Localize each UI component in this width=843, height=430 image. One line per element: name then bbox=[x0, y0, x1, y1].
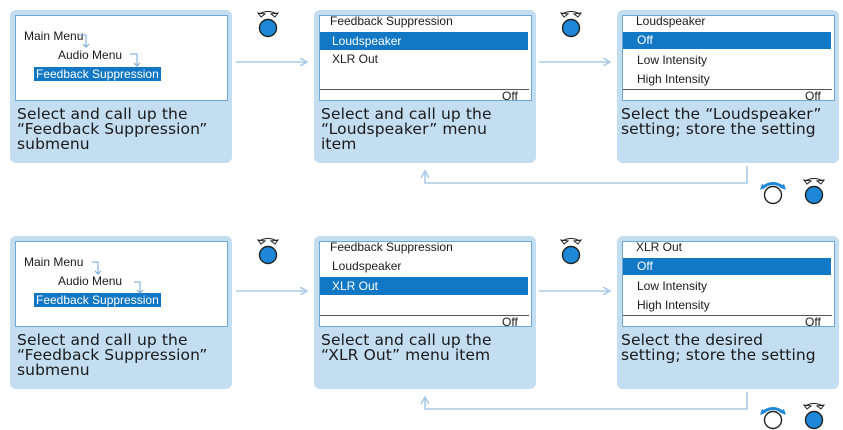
tree-main-menu: Main Menu bbox=[24, 255, 84, 269]
jog-dial-press-icon bbox=[803, 177, 825, 205]
status-line bbox=[623, 89, 832, 90]
jog-dial-press-icon bbox=[560, 237, 582, 265]
status-line bbox=[320, 89, 529, 90]
step-1-screen-row1 bbox=[15, 15, 228, 101]
flow-arrow bbox=[236, 291, 748, 410]
jog-dial-press-icon bbox=[803, 402, 825, 430]
step-3-screen-row2 bbox=[622, 241, 835, 327]
status-value: Off bbox=[805, 315, 821, 329]
menu-title: XLR Out bbox=[636, 240, 683, 254]
status-line bbox=[623, 315, 832, 316]
option-high-intensity: High Intensity bbox=[637, 298, 710, 312]
menu-item-xlr-out: XLR Out bbox=[320, 277, 528, 295]
option-off: Off bbox=[623, 32, 831, 49]
menu-item-loudspeaker: Loudspeaker bbox=[320, 32, 528, 50]
step-1-caption-row1: Select and call up the“Feedback Suppress… bbox=[17, 105, 208, 153]
status-value: Off bbox=[502, 89, 518, 103]
status-value: Off bbox=[805, 89, 821, 103]
step-2-caption-row2: Select and call up the“XLR Out” menu ite… bbox=[321, 331, 492, 364]
jog-dial-turn-icon bbox=[758, 182, 788, 205]
jog-dial-press-icon bbox=[257, 10, 279, 38]
tree-feedback-suppression: Feedback Suppression bbox=[34, 293, 161, 307]
menu-title: Feedback Suppression bbox=[330, 240, 453, 254]
tree-main-menu: Main Menu bbox=[24, 29, 84, 43]
status-line bbox=[320, 315, 529, 316]
tree-connector bbox=[79, 34, 141, 67]
tree-feedback-suppression: Feedback Suppression bbox=[34, 67, 161, 81]
menu-title: Loudspeaker bbox=[636, 14, 706, 28]
status-value: Off bbox=[502, 315, 518, 329]
menu-item-loudspeaker: Loudspeaker bbox=[332, 259, 402, 273]
step-1-caption-row2: Select and call up the“Feedback Suppress… bbox=[17, 331, 208, 379]
step-3-screen-row1 bbox=[622, 15, 835, 101]
step-2-screen-row1 bbox=[319, 15, 532, 101]
flow-arrow bbox=[236, 62, 748, 184]
option-high-intensity: High Intensity bbox=[637, 72, 710, 86]
option-low-intensity: Low Intensity bbox=[637, 279, 708, 293]
tree-audio-menu: Audio Menu bbox=[58, 48, 123, 62]
jog-dial-turn-icon bbox=[758, 407, 788, 430]
option-off: Off bbox=[623, 258, 831, 275]
tree-connector bbox=[92, 261, 144, 294]
menu-title: Feedback Suppression bbox=[330, 14, 453, 28]
step-1-screen-row2 bbox=[15, 241, 228, 327]
jog-dial-press-icon bbox=[560, 10, 582, 38]
menu-item-xlr-out: XLR Out bbox=[332, 52, 379, 66]
step-2-caption-row1: Select and call up the“Loudspeaker” menu… bbox=[321, 105, 492, 153]
jog-dial-press-icon bbox=[257, 237, 279, 265]
tree-audio-menu: Audio Menu bbox=[58, 274, 123, 288]
step-3-caption-row1: Select the “Loudspeaker”setting; store t… bbox=[621, 105, 822, 138]
option-low-intensity: Low Intensity bbox=[637, 53, 708, 67]
